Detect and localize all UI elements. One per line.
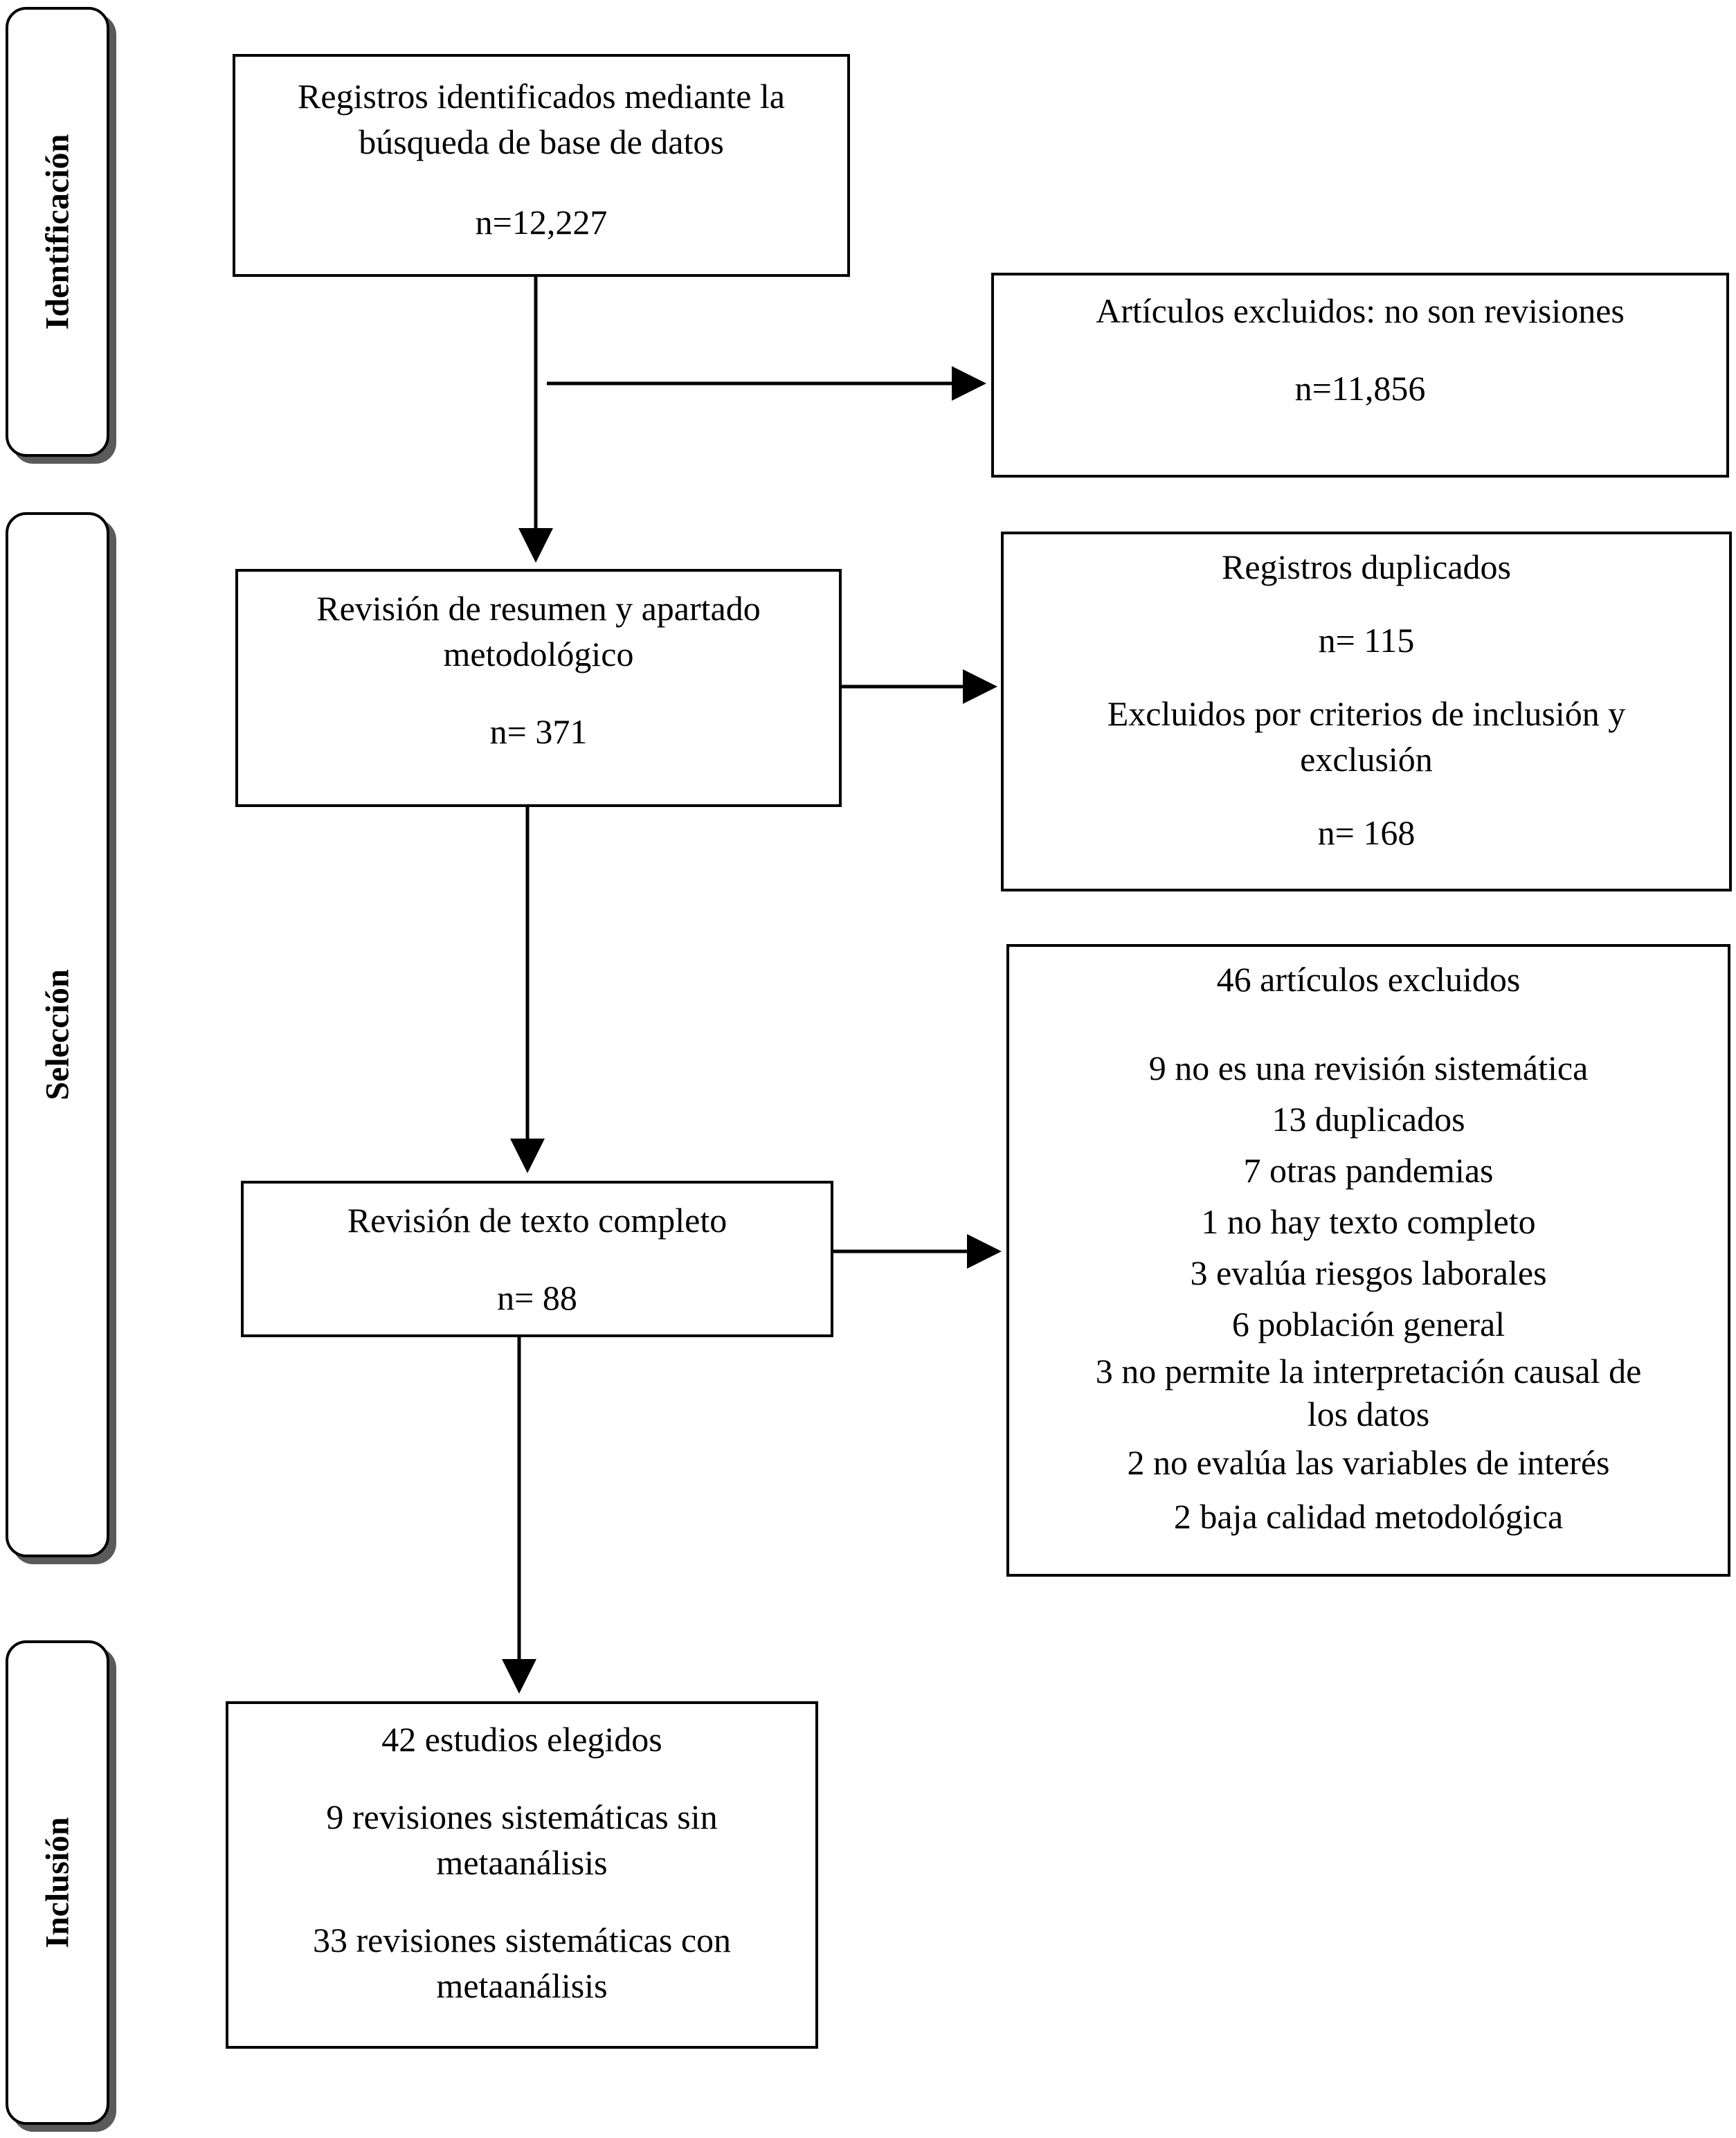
phase-inclusion: Inclusión [6,1640,109,2125]
articles-excluded-box: 46 artículos excluidos 9 no es una revis… [1006,944,1730,1577]
records-identified-box: Registros identificados mediante la búsq… [233,54,850,277]
excluded-not-reviews-box: Artículos excluidos: no son revisiones n… [991,273,1729,478]
exclusion-reason: 13 duplicados [1272,1100,1465,1139]
abstract-review-box: Revisión de resumen y apartado metodológ… [235,569,842,807]
records-identified-count: n=12,227 [475,203,608,242]
articles-excluded-title: 46 artículos excluidos [1216,960,1521,999]
full-text-review-box: Revisión de texto completo n= 88 [241,1181,833,1337]
abstract-review-count: n= 371 [489,712,588,751]
criteria-excluded-line-2: exclusión [1300,740,1433,779]
phase-identification: Identificación [6,7,109,457]
excluded-not-reviews-count: n=11,856 [1294,369,1426,408]
full-text-review-count: n= 88 [497,1278,577,1317]
included-studies-title: 42 estudios elegidos [381,1720,662,1759]
exclusion-reason: 7 otras pandemias [1243,1151,1494,1190]
records-identified-line-1: Registros identificados mediante la [298,77,785,116]
exclusion-reason: 2 no evalúa las variables de interés [1127,1443,1610,1482]
without-meta-line-1: 9 revisiones sistemáticas sin [326,1797,718,1836]
exclusion-reason: 1 no hay texto completo [1201,1202,1536,1241]
phase-selection: Selección [6,512,109,1557]
criteria-excluded-line-1: Excluidos por criterios de inclusión y [1107,694,1626,733]
exclusion-reason: 9 no es una revisión sistemática [1148,1049,1589,1087]
with-meta-line-1: 33 revisiones sistemáticas con [312,1921,732,1959]
with-meta-line-2: metaanálisis [436,1966,608,2005]
full-text-review-label: Revisión de texto completo [347,1201,727,1240]
without-meta-line-2: metaanálisis [436,1843,608,1882]
exclusion-reason-continued: los datos [1307,1395,1430,1433]
exclusion-reason: 3 evalúa riesgos laborales [1190,1253,1547,1292]
exclusion-reason: 3 no permite la interpretación causal de [1095,1352,1642,1390]
duplicates-count: n= 115 [1318,621,1415,660]
abstract-review-line-1: Revisión de resumen y apartado [316,589,761,628]
records-identified-line-2: búsqueda de base de datos [359,123,724,161]
excluded-not-reviews-label: Artículos excluidos: no son revisiones [1096,291,1625,330]
exclusion-reason: 2 baja calidad metodológica [1173,1497,1564,1536]
included-studies-box: 42 estudios elegidos 9 revisiones sistem… [226,1701,818,2049]
criteria-excluded-count: n= 168 [1317,813,1416,852]
duplicates-excluded-box: Registros duplicados n= 115 Excluidos po… [1001,532,1732,891]
duplicates-label: Registros duplicados [1221,547,1512,586]
exclusion-reason: 6 población general [1231,1305,1506,1343]
abstract-review-line-2: metodológico [443,635,634,673]
